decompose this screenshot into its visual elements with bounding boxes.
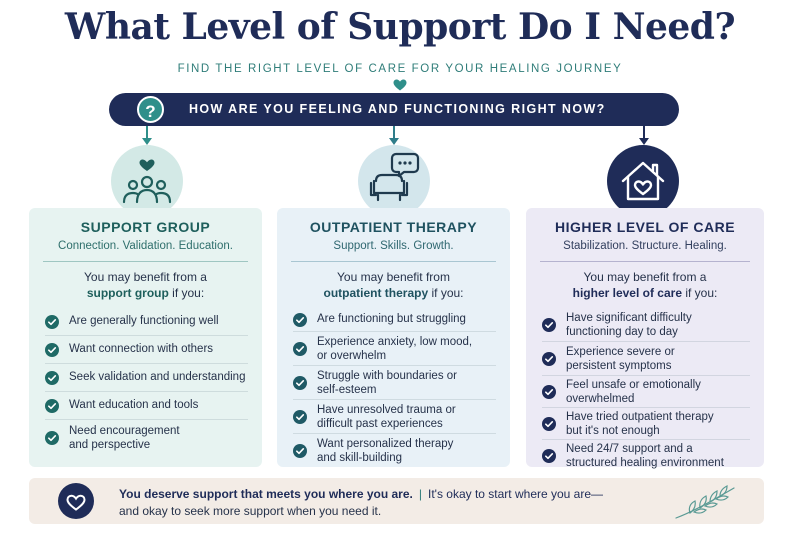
item-text: Have unresolved trauma or difficult past… [317, 404, 456, 430]
item-text: Need encouragement and perspective [69, 425, 180, 451]
divider [43, 261, 248, 262]
intro-text: if you: [682, 286, 718, 300]
card-title: OUTPATIENT THERAPY [309, 219, 478, 235]
check-circle-icon [45, 370, 59, 385]
intro-highlight: outpatient therapy [323, 286, 429, 300]
banner-question: HOW ARE YOU FEELING AND FUNCTIONING RIGH… [189, 102, 606, 116]
item-text: Have tried outpatient therapy but it's n… [566, 411, 714, 437]
check-circle-icon [542, 449, 556, 463]
check-circle-icon [45, 398, 59, 413]
therapy-chair-icon [358, 145, 430, 217]
list-item: Feel unsafe or emotionally overwhelmed [542, 376, 750, 408]
item-text: Seek validation and understanding [69, 371, 246, 383]
check-circle-icon [542, 317, 556, 332]
outpatient-therapy-card: OUTPATIENT THERAPY Support. Skills. Grow… [277, 208, 510, 467]
list-item: Have tried outpatient therapy but it's n… [542, 408, 750, 440]
divider [291, 261, 496, 262]
card-tagline: Connection. Validation. Education. [58, 240, 233, 252]
arrow-down-icon [639, 126, 649, 145]
divider [540, 261, 750, 262]
heart-icon [58, 483, 94, 519]
item-text: Feel unsafe or emotionally overwhelmed [566, 379, 701, 405]
list-item: Are functioning but struggling [293, 308, 496, 332]
list-item: Are generally functioning well [45, 308, 248, 336]
check-circle-icon [542, 351, 556, 366]
check-circle-icon [542, 416, 556, 431]
footer-line-1: You deserve support that meets you where… [119, 487, 603, 501]
footer-line-2: and okay to seek more support when you n… [119, 504, 382, 518]
check-circle-icon [542, 384, 556, 399]
criteria-list: Are generally functioning well Want conn… [45, 308, 248, 456]
check-circle-icon [293, 312, 307, 327]
footer-emphasis: You deserve support that meets you where… [119, 487, 413, 501]
list-item: Want personalized therapy and skill-buil… [293, 434, 496, 468]
page-title: What Level of Support Do I Need? [64, 6, 736, 48]
list-item: Experience severe or persistent symptoms [542, 342, 750, 376]
item-text: Struggle with boundaries or self-esteem [317, 370, 457, 396]
criteria-list: Are functioning but struggling Experienc… [293, 308, 496, 468]
list-item: Have significant difficulty functioning … [542, 308, 750, 342]
list-item: Struggle with boundaries or self-esteem [293, 366, 496, 400]
list-item: Seek validation and understanding [45, 364, 248, 392]
item-text: Have significant difficulty functioning … [566, 312, 692, 338]
card-tagline: Stabilization. Structure. Healing. [563, 240, 727, 252]
check-circle-icon [293, 375, 307, 390]
group-heart-icon [111, 145, 183, 217]
arrow-down-icon [142, 126, 152, 145]
item-text: Want connection with others [69, 343, 214, 355]
house-heart-icon [607, 145, 679, 217]
item-text: Want personalized therapy and skill-buil… [317, 438, 454, 464]
item-text: Experience severe or persistent symptoms [566, 346, 675, 372]
intro-highlight: support group [86, 286, 169, 300]
check-circle-icon [293, 444, 307, 458]
list-item: Experience anxiety, low mood, or overwhe… [293, 332, 496, 366]
item-text: Want education and tools [69, 399, 199, 411]
card-intro: You may benefit from outpatient therapy … [277, 269, 510, 301]
intro-text: You may benefit from [337, 270, 450, 284]
list-item: Have unresolved trauma or difficult past… [293, 400, 496, 434]
item-text: Need 24/7 support and a structured heali… [566, 443, 724, 469]
list-item: Need encouragement and perspective [45, 420, 248, 456]
intro-text: if you: [428, 286, 464, 300]
support-group-card: SUPPORT GROUP Connection. Validation. Ed… [29, 208, 262, 467]
question-banner: ? HOW ARE YOU FEELING AND FUNCTIONING RI… [109, 93, 679, 126]
separator: | [418, 487, 422, 501]
item-text: Are functioning but struggling [317, 313, 466, 325]
card-tagline: Support. Skills. Growth. [333, 240, 454, 252]
item-text: Experience anxiety, low mood, or overwhe… [317, 336, 473, 362]
page-subtitle: FIND THE RIGHT LEVEL OF CARE FOR YOUR HE… [177, 63, 623, 75]
criteria-list: Have significant difficulty functioning … [542, 308, 750, 472]
intro-text: You may benefit from a [583, 270, 707, 284]
intro-text: if you: [168, 286, 205, 300]
arrow-down-icon [389, 126, 399, 145]
heart-icon [393, 79, 407, 91]
card-title: SUPPORT GROUP [80, 219, 211, 235]
question-icon: ? [137, 96, 164, 123]
leaf-branch-icon [675, 485, 735, 519]
card-intro: You may benefit from a support group if … [29, 269, 262, 301]
check-circle-icon [45, 342, 59, 357]
footer-text: It's okay to start where you are— [427, 487, 604, 501]
list-item: Want connection with others [45, 336, 248, 364]
intro-highlight: higher level of care [572, 286, 683, 300]
list-item: Want education and tools [45, 392, 248, 420]
check-circle-icon [45, 314, 59, 329]
card-title: HIGHER LEVEL OF CARE [554, 219, 736, 235]
footer-message: You deserve support that meets you where… [29, 478, 764, 524]
check-circle-icon [293, 341, 307, 356]
card-intro: You may benefit from a higher level of c… [526, 269, 764, 301]
intro-text: You may benefit from a [84, 270, 207, 284]
check-circle-icon [293, 409, 307, 424]
higher-level-of-care-card: HIGHER LEVEL OF CARE Stabilization. Stru… [526, 208, 764, 469]
check-circle-icon [45, 431, 59, 445]
list-item: Need 24/7 support and a structured heali… [542, 440, 750, 472]
item-text: Are generally functioning well [69, 315, 219, 327]
